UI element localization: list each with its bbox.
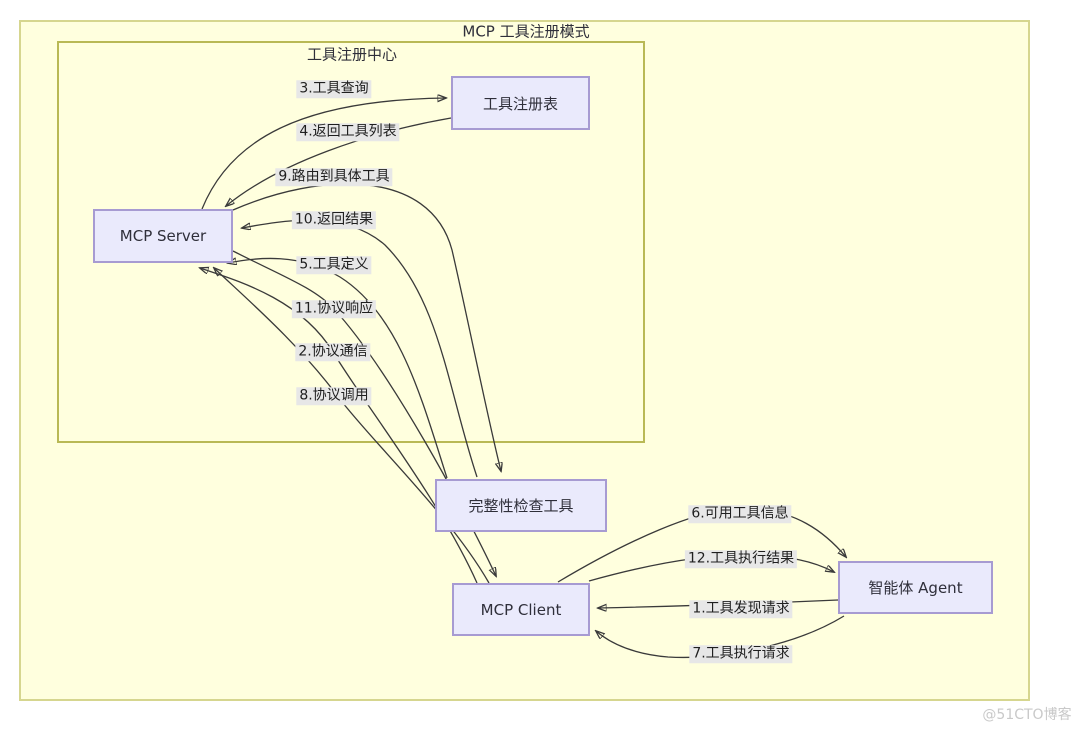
edge-label-7: 7.工具执行请求 xyxy=(689,645,793,663)
edge-label-6: 6.可用工具信息 xyxy=(688,505,792,523)
edge-label-9: 9.路由到具体工具 xyxy=(275,168,393,186)
edge-label-8: 8.协议调用 xyxy=(296,387,372,405)
edge-label-12: 12.工具执行结果 xyxy=(684,550,798,568)
edge-7-tool-exec-request xyxy=(596,615,845,659)
edge-label-2: 2.协议通信 xyxy=(295,343,371,361)
node-integrity-check-tool: 完整性检查工具 xyxy=(435,479,607,532)
edge-3-tool-query xyxy=(201,98,446,210)
edge-4-return-tool-list xyxy=(226,117,452,206)
cluster-label: 工具注册中心 xyxy=(306,45,398,64)
edge-label-4: 4.返回工具列表 xyxy=(296,123,400,141)
edge-label-10: 10.返回结果 xyxy=(291,211,377,229)
edge-label-3: 3.工具查询 xyxy=(296,80,372,98)
edge-label-5: 5.工具定义 xyxy=(296,256,372,274)
node-mcp-client: MCP Client xyxy=(452,583,590,636)
edge-label-11: 11.协议响应 xyxy=(291,300,377,318)
node-agent: 智能体 Agent xyxy=(838,561,993,614)
node-mcp-server: MCP Server xyxy=(93,209,233,263)
diagram-title: MCP 工具注册模式 xyxy=(462,22,590,41)
edge-label-1: 1.工具发现请求 xyxy=(689,600,793,618)
watermark: @51CTO博客 xyxy=(982,707,1072,723)
tool-registry-center-cluster xyxy=(57,41,645,443)
edge-9-route-to-tool xyxy=(232,183,501,471)
edge-5-tool-definition xyxy=(228,258,448,479)
node-tool-registry: 工具注册表 xyxy=(451,76,590,130)
